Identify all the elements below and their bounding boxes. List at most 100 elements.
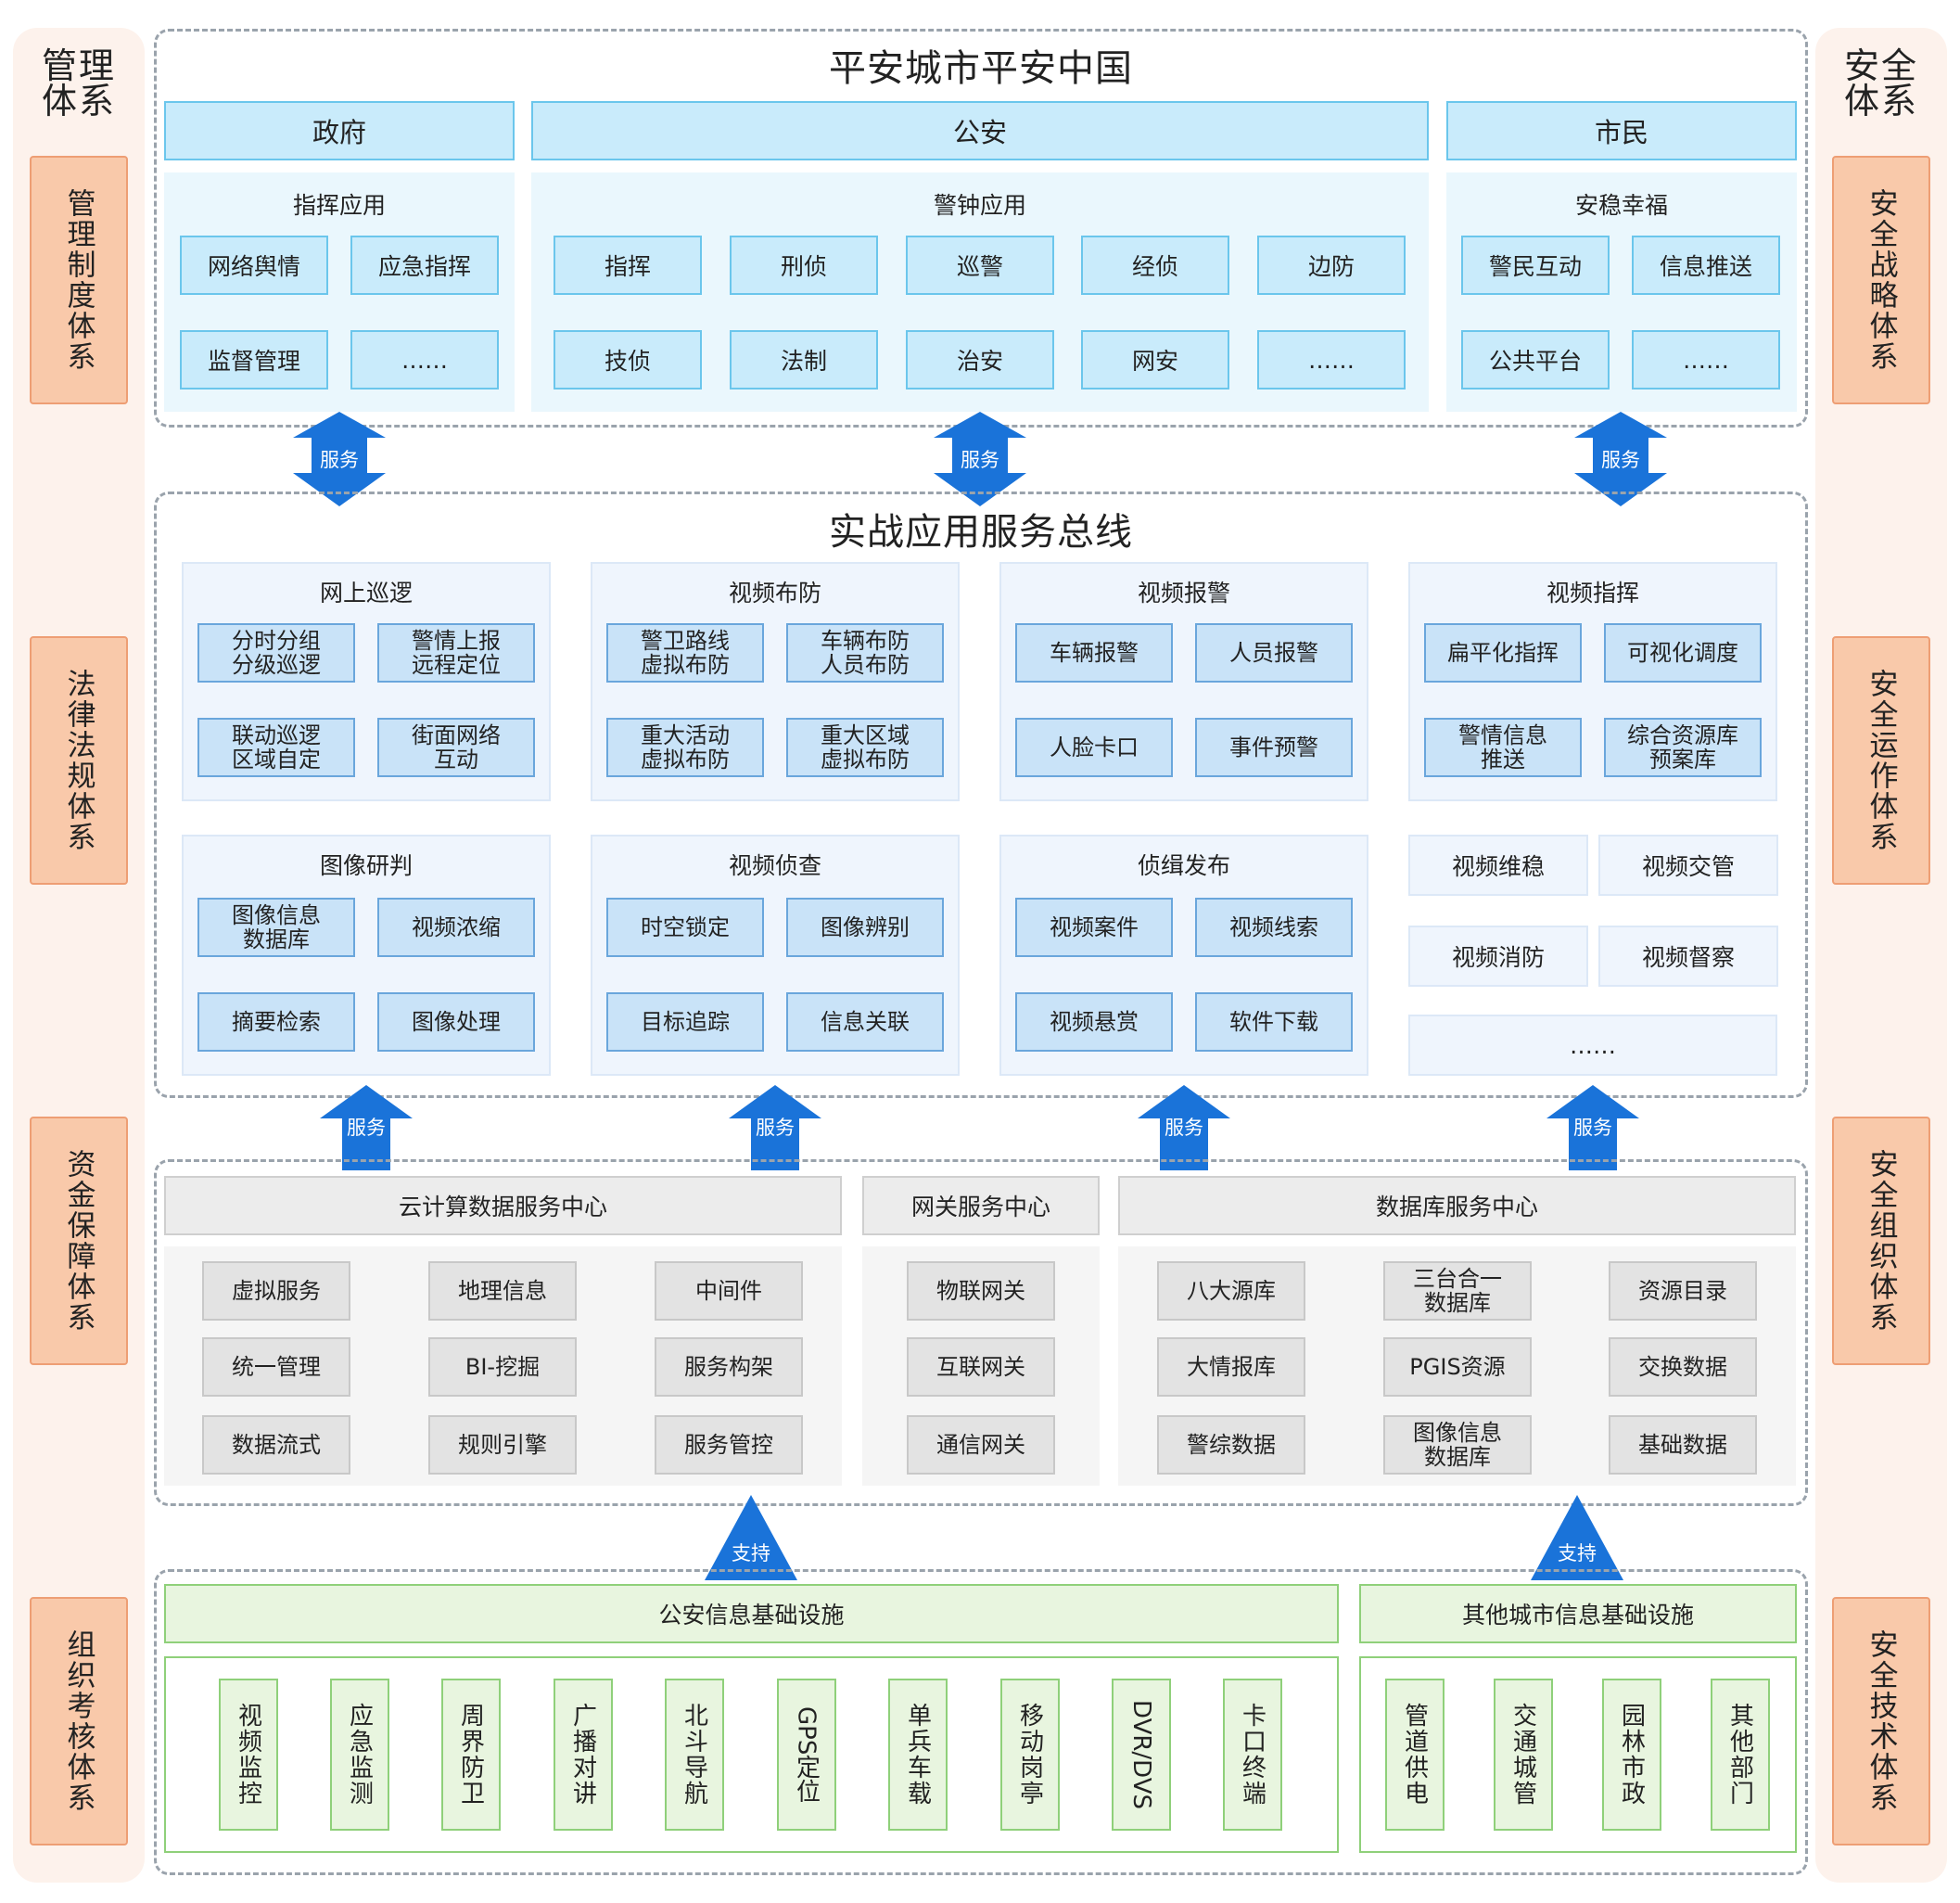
double-arrow-icon [1574, 412, 1667, 506]
app-item: 重大区域 虚拟布防 [786, 718, 944, 777]
app-panel-title: 视频布防 [728, 580, 821, 607]
cloud-item: 统一管理 [202, 1337, 350, 1397]
item-police: …… [1257, 330, 1406, 390]
item-citizen: 信息推送 [1632, 236, 1780, 295]
police-infra-item: 卡口终端 [1223, 1679, 1282, 1831]
double-arrow-icon [293, 412, 386, 506]
left-system-item: 资金保障体系 [30, 1117, 128, 1365]
app-item: 图像信息 数据库 [197, 898, 355, 957]
infrastructure-section [154, 1569, 1808, 1875]
middle-section [154, 492, 1808, 1098]
panel-title-citizen-apps: 安稳幸福 [1574, 192, 1668, 219]
service-label: 服务 [1601, 449, 1640, 471]
left-system-title: 管理 体系 [41, 45, 116, 121]
app-item: 视频线索 [1195, 898, 1353, 957]
app-panel-title: 网上巡逻 [319, 580, 413, 607]
item-police: 经侦 [1081, 236, 1229, 295]
cloud-item: 虚拟服务 [202, 1261, 350, 1321]
support-triangle-icon [1531, 1495, 1623, 1580]
item-police: 法制 [730, 330, 878, 390]
app-item: 车辆报警 [1015, 623, 1173, 683]
police-infra-item: 移动岗亭 [1000, 1679, 1060, 1831]
database-item: PGIS资源 [1383, 1337, 1532, 1397]
app-panel-title: 视频指挥 [1546, 580, 1639, 607]
item-police: 刑侦 [730, 236, 878, 295]
app-item: 视频悬赏 [1015, 992, 1173, 1052]
extra-item: 视频交管 [1598, 835, 1778, 896]
service-label: 服务 [961, 449, 999, 471]
app-item: 信息关联 [786, 992, 944, 1052]
city-infra-item: 其他部门 [1711, 1679, 1770, 1831]
database-item: 三台合一 数据库 [1383, 1261, 1532, 1321]
right-system-item: 安全运作体系 [1832, 636, 1930, 885]
header-citizens: 市民 [1446, 101, 1797, 160]
database-item: 资源目录 [1609, 1261, 1757, 1321]
city-infra-item: 管道供电 [1385, 1679, 1445, 1831]
up-arrow-icon [1138, 1085, 1230, 1170]
app-item: 可视化调度 [1604, 623, 1762, 683]
app-item: 警情上报 远程定位 [377, 623, 535, 683]
police-infra-item: 视频监控 [219, 1679, 278, 1831]
app-item: 联动巡逻 区域自定 [197, 718, 355, 777]
city-infra-item: 交通城管 [1494, 1679, 1553, 1831]
header-city-infra: 其他城市信息基础设施 [1359, 1584, 1797, 1643]
app-panel-title: 图像研判 [319, 852, 413, 879]
item-police: 指挥 [554, 236, 702, 295]
app-item: 图像处理 [377, 992, 535, 1052]
gateway-item: 通信网关 [907, 1415, 1055, 1475]
database-item: 基础数据 [1609, 1415, 1757, 1475]
gateway-item: 互联网关 [907, 1337, 1055, 1397]
database-item: 大情报库 [1157, 1337, 1305, 1397]
right-system-item: 安全组织体系 [1832, 1117, 1930, 1365]
panel-title-command-apps: 指挥应用 [292, 192, 386, 219]
cloud-item: 中间件 [655, 1261, 803, 1321]
header-cloud-service: 云计算数据服务中心 [164, 1176, 842, 1235]
app-item: 图像辨别 [786, 898, 944, 957]
app-item: 车辆布防 人员布防 [786, 623, 944, 683]
cloud-item: 服务构架 [655, 1337, 803, 1397]
header-gateway-service: 网关服务中心 [862, 1176, 1100, 1235]
app-item: 警卫路线 虚拟布防 [606, 623, 764, 683]
app-item: 摘要检索 [197, 992, 355, 1052]
app-panel-title: 视频侦查 [728, 852, 821, 879]
police-infra-item: DVR/DVS [1112, 1679, 1171, 1831]
city-infra-item: 园林市政 [1602, 1679, 1661, 1831]
police-infra-item: 北斗导航 [665, 1679, 724, 1831]
database-item: 交换数据 [1609, 1337, 1757, 1397]
cloud-item: 服务管控 [655, 1415, 803, 1475]
app-item: 警情信息 推送 [1424, 718, 1582, 777]
service-label: 服务 [1573, 1117, 1612, 1139]
police-infra-item: 应急监测 [330, 1679, 389, 1831]
item-police: 网安 [1081, 330, 1229, 390]
item-police: 巡警 [906, 236, 1054, 295]
app-panel-title: 侦缉发布 [1137, 852, 1230, 879]
app-item: 事件预警 [1195, 718, 1353, 777]
app-item: 目标追踪 [606, 992, 764, 1052]
up-arrow-icon [729, 1085, 821, 1170]
extra-item: …… [1408, 1015, 1777, 1076]
service-label: 服务 [347, 1117, 386, 1139]
app-item: 软件下载 [1195, 992, 1353, 1052]
extra-item: 视频消防 [1408, 926, 1588, 987]
double-arrow-icon [934, 412, 1026, 506]
header-public-security: 公安 [531, 101, 1429, 160]
up-arrow-icon [320, 1085, 413, 1170]
service-label: 服务 [320, 449, 359, 471]
item-police: 边防 [1257, 236, 1406, 295]
item-gov: 网络舆情 [180, 236, 328, 295]
police-infra-item: 周界防卫 [441, 1679, 501, 1831]
middle-title: 实战应用服务总线 [829, 511, 1133, 554]
app-item: 重大活动 虚拟布防 [606, 718, 764, 777]
header-database-service: 数据库服务中心 [1118, 1176, 1796, 1235]
database-item: 图像信息 数据库 [1383, 1415, 1532, 1475]
right-system-item: 安全技术体系 [1832, 1597, 1930, 1846]
item-gov: 应急指挥 [350, 236, 499, 295]
app-item: 街面网络 互动 [377, 718, 535, 777]
extra-item: 视频督察 [1598, 926, 1778, 987]
police-infra-item: 单兵车载 [888, 1679, 948, 1831]
item-police: 治安 [906, 330, 1054, 390]
app-item: 综合资源库 预案库 [1604, 718, 1762, 777]
extra-item: 视频维稳 [1408, 835, 1588, 896]
support-label: 支持 [732, 1542, 770, 1565]
item-citizen: 公共平台 [1461, 330, 1610, 390]
